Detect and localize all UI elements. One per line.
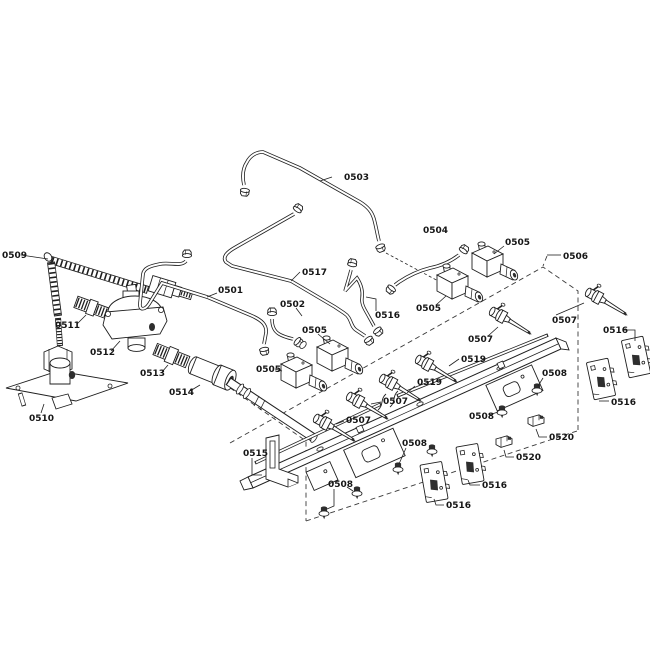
bracket-0515 [265,434,299,488]
part-label-0506: 0506 [563,252,588,262]
part-label-0507-c: 0507 [383,397,408,407]
part-label-0505-b: 0505 [302,326,327,336]
pipe-0504 [384,242,471,297]
injector-0507 [486,298,540,339]
gas-valve-0505 [316,335,365,376]
screw-0508 [426,443,438,458]
burner-box [343,427,406,479]
mounting-plate-0516 [419,460,452,504]
part-label-0503: 0503 [344,173,369,183]
part-label-0508-b: 0508 [469,412,494,422]
part-label-0513: 0513 [140,369,165,379]
pipe-0516 [343,257,385,339]
pipe-0501 [138,249,271,357]
part-label-0516-d: 0516 [446,501,471,511]
part-label-0507-a: 0507 [552,316,577,326]
mounting-plate-0516 [585,356,620,401]
pipe-0517 [222,201,376,348]
pipe-0502 [266,307,307,349]
part-label-0507-d: 0507 [346,416,371,426]
burner-box [485,364,544,412]
part-label-0508-c: 0508 [402,439,427,449]
part-label-0520-b: 0520 [516,453,541,463]
part-label-0508-a: 0508 [542,369,567,379]
part-label-0505-d: 0505 [505,238,530,248]
part-label-0502: 0502 [280,300,305,310]
part-label-0505-a: 0505 [256,365,281,375]
part-label-0514: 0514 [169,388,194,398]
clip-0520 [527,414,545,427]
part-label-0515: 0515 [243,449,268,459]
burner-box [305,460,339,492]
regulator-0512 [102,283,168,352]
part-label-0509: 0509 [2,251,27,261]
part-label-0504: 0504 [423,226,448,236]
leader-lines [20,176,636,510]
part-label-0516-b: 0516 [611,398,636,408]
part-label-0516-pipe: 0516 [375,311,400,321]
part-label-0516-c: 0516 [482,481,507,491]
screw-0508 [392,461,404,476]
supply-tube [225,377,318,443]
adapter-0511 [73,295,111,320]
part-label-0517: 0517 [302,268,327,278]
part-label-0519-a: 0519 [461,355,486,365]
bracket-0510 [5,357,129,410]
fitting-0513 [152,342,191,369]
callout-labels: 0509 0511 0512 0513 0514 0510 0515 0501 … [2,173,636,511]
pipe-0503 [239,150,387,254]
part-label-0511: 0511 [55,321,80,331]
part-label-0519-b: 0519 [417,378,442,388]
part-label-0508-d: 0508 [328,480,353,490]
injector-0507 [582,279,636,320]
mounting-plate-0516 [455,442,488,486]
clip-0520 [495,435,513,448]
part-label-0507-b: 0507 [468,335,493,345]
part-label-0512: 0512 [90,348,115,358]
part-label-0505-c: 0505 [416,304,441,314]
mounting-plate-0516 [620,334,650,379]
part-label-0501: 0501 [218,286,243,296]
group-boundary-dashed [215,255,579,522]
screw-0508 [318,505,330,520]
manifold-rail [239,337,570,491]
screw-0508 [351,485,363,500]
part-label-0510: 0510 [29,414,54,424]
part-label-0516-a: 0516 [603,326,628,336]
part-label-0520-a: 0520 [549,433,574,443]
